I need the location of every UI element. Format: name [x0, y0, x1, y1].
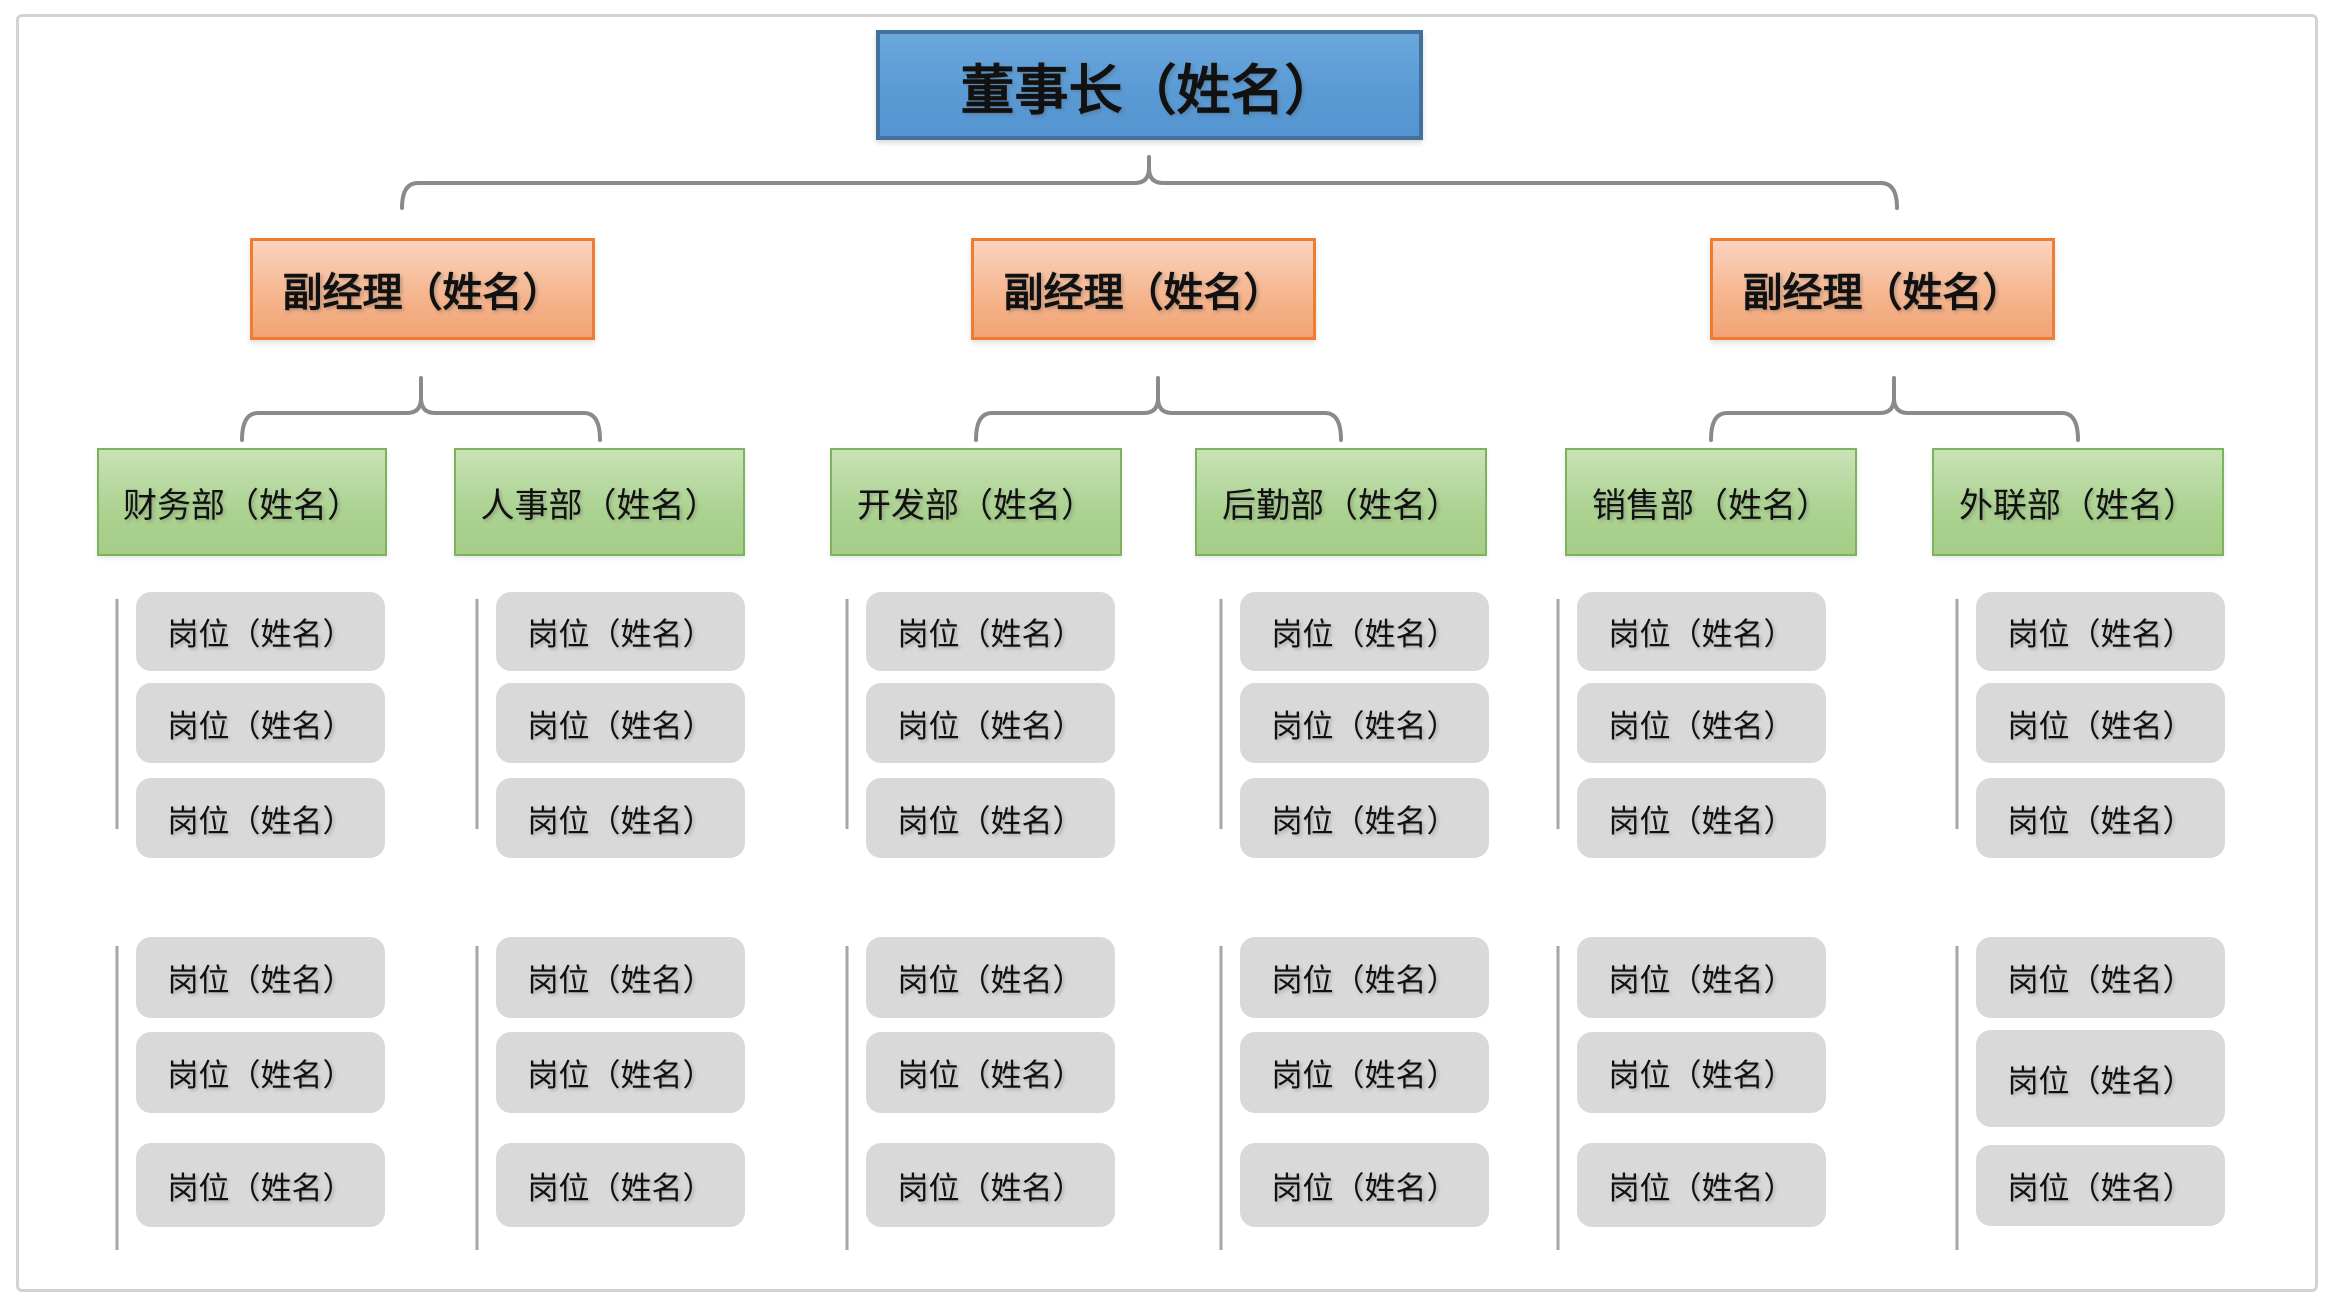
position-box[interactable]: 岗位（姓名）	[1577, 937, 1826, 1018]
position-box[interactable]: 岗位（姓名）	[866, 1032, 1115, 1113]
position-box[interactable]: 岗位（姓名）	[1240, 778, 1489, 858]
position-label: 岗位（姓名）	[527, 803, 714, 839]
manager-box-1[interactable]: 副经理（姓名）	[250, 238, 595, 340]
position-box[interactable]: 岗位（姓名）	[866, 1143, 1115, 1227]
position-box[interactable]: 岗位（姓名）	[1577, 683, 1826, 763]
manager-label: 副经理（姓名）	[282, 271, 563, 315]
dept-box-dev[interactable]: 开发部（姓名）	[830, 448, 1122, 556]
position-box[interactable]: 岗位（姓名）	[496, 778, 745, 858]
position-label: 岗位（姓名）	[527, 617, 714, 652]
position-box[interactable]: 岗位（姓名）	[1240, 1032, 1489, 1113]
dept-box-logistics[interactable]: 后勤部（姓名）	[1195, 448, 1487, 556]
position-label: 岗位（姓名）	[167, 1058, 354, 1093]
position-box[interactable]: 岗位（姓名）	[866, 592, 1115, 671]
position-label: 岗位（姓名）	[897, 617, 1084, 652]
manager-box-3[interactable]: 副经理（姓名）	[1710, 238, 2055, 340]
position-label: 岗位（姓名）	[1271, 1058, 1458, 1093]
position-box[interactable]: 岗位（姓名）	[1240, 937, 1489, 1018]
position-box[interactable]: 岗位（姓名）	[1976, 937, 2225, 1018]
position-box[interactable]: 岗位（姓名）	[1577, 1143, 1826, 1227]
position-box[interactable]: 岗位（姓名）	[136, 592, 385, 671]
position-label: 岗位（姓名）	[2007, 1171, 2194, 1206]
position-box[interactable]: 岗位（姓名）	[1577, 778, 1826, 858]
position-box[interactable]: 岗位（姓名）	[136, 778, 385, 858]
position-label: 岗位（姓名）	[167, 708, 354, 744]
position-box[interactable]: 岗位（姓名）	[1976, 778, 2225, 858]
position-label: 岗位（姓名）	[1271, 963, 1458, 998]
canvas-border	[16, 14, 2318, 1292]
position-box[interactable]: 岗位（姓名）	[866, 937, 1115, 1018]
position-box[interactable]: 岗位（姓名）	[1577, 592, 1826, 671]
position-label: 岗位（姓名）	[2007, 1064, 2194, 1099]
position-label: 岗位（姓名）	[1608, 963, 1795, 998]
position-box[interactable]: 岗位（姓名）	[496, 683, 745, 763]
position-label: 岗位（姓名）	[2007, 617, 2194, 652]
dept-label: 财务部（姓名）	[123, 486, 361, 525]
position-box[interactable]: 岗位（姓名）	[1240, 592, 1489, 671]
position-label: 岗位（姓名）	[2007, 708, 2194, 744]
dept-box-finance[interactable]: 财务部（姓名）	[97, 448, 387, 556]
position-label: 岗位（姓名）	[167, 963, 354, 998]
dept-label: 开发部（姓名）	[857, 486, 1095, 525]
position-box[interactable]: 岗位（姓名）	[496, 1032, 745, 1113]
position-label: 岗位（姓名）	[1608, 708, 1795, 744]
position-label: 岗位（姓名）	[897, 708, 1084, 744]
position-label: 岗位（姓名）	[897, 1058, 1084, 1093]
position-label: 岗位（姓名）	[167, 617, 354, 652]
dept-label: 人事部（姓名）	[480, 486, 719, 525]
position-box[interactable]: 岗位（姓名）	[136, 1143, 385, 1227]
position-box[interactable]: 岗位（姓名）	[866, 778, 1115, 858]
position-box[interactable]: 岗位（姓名）	[496, 1143, 745, 1227]
dept-box-external[interactable]: 外联部（姓名）	[1932, 448, 2224, 556]
position-label: 岗位（姓名）	[1271, 1170, 1458, 1206]
position-box[interactable]: 岗位（姓名）	[1976, 592, 2225, 671]
position-box[interactable]: 岗位（姓名）	[866, 683, 1115, 763]
manager-label: 副经理（姓名）	[1003, 271, 1284, 315]
position-label: 岗位（姓名）	[1608, 617, 1795, 652]
position-label: 岗位（姓名）	[897, 963, 1084, 998]
dept-box-sales[interactable]: 销售部（姓名）	[1565, 448, 1857, 556]
manager-box-2[interactable]: 副经理（姓名）	[971, 238, 1316, 340]
position-label: 岗位（姓名）	[527, 1058, 714, 1093]
position-label: 岗位（姓名）	[167, 803, 354, 839]
position-box[interactable]: 岗位（姓名）	[496, 937, 745, 1018]
position-box[interactable]: 岗位（姓名）	[136, 937, 385, 1018]
position-label: 岗位（姓名）	[1608, 1058, 1795, 1093]
position-box[interactable]: 岗位（姓名）	[496, 592, 745, 671]
position-label: 岗位（姓名）	[2007, 963, 2194, 998]
dept-box-hr[interactable]: 人事部（姓名）	[454, 448, 745, 556]
position-label: 岗位（姓名）	[1271, 803, 1458, 839]
dept-label: 后勤部（姓名）	[1222, 486, 1460, 525]
position-label: 岗位（姓名）	[1608, 1170, 1795, 1206]
position-box[interactable]: 岗位（姓名）	[136, 1032, 385, 1113]
dept-label: 销售部（姓名）	[1592, 486, 1830, 525]
position-box[interactable]: 岗位（姓名）	[1976, 683, 2225, 763]
position-box[interactable]: 岗位（姓名）	[1240, 1143, 1489, 1227]
chairman-box[interactable]: 董事长（姓名）	[876, 30, 1423, 140]
position-box[interactable]: 岗位（姓名）	[1240, 683, 1489, 763]
position-label: 岗位（姓名）	[897, 803, 1084, 839]
position-box[interactable]: 岗位（姓名）	[1976, 1030, 2225, 1127]
position-label: 岗位（姓名）	[1271, 617, 1458, 652]
position-label: 岗位（姓名）	[527, 963, 714, 998]
position-label: 岗位（姓名）	[1271, 708, 1458, 744]
position-label: 岗位（姓名）	[167, 1170, 354, 1206]
manager-label: 副经理（姓名）	[1742, 271, 2023, 315]
dept-label: 外联部（姓名）	[1959, 486, 2197, 525]
position-label: 岗位（姓名）	[2007, 803, 2194, 839]
position-label: 岗位（姓名）	[897, 1170, 1084, 1206]
position-box[interactable]: 岗位（姓名）	[1976, 1145, 2225, 1226]
chairman-label: 董事长（姓名）	[960, 60, 1339, 121]
position-label: 岗位（姓名）	[527, 1170, 714, 1206]
position-box[interactable]: 岗位（姓名）	[136, 683, 385, 763]
position-box[interactable]: 岗位（姓名）	[1577, 1032, 1826, 1113]
position-label: 岗位（姓名）	[527, 708, 714, 744]
position-label: 岗位（姓名）	[1608, 803, 1795, 839]
